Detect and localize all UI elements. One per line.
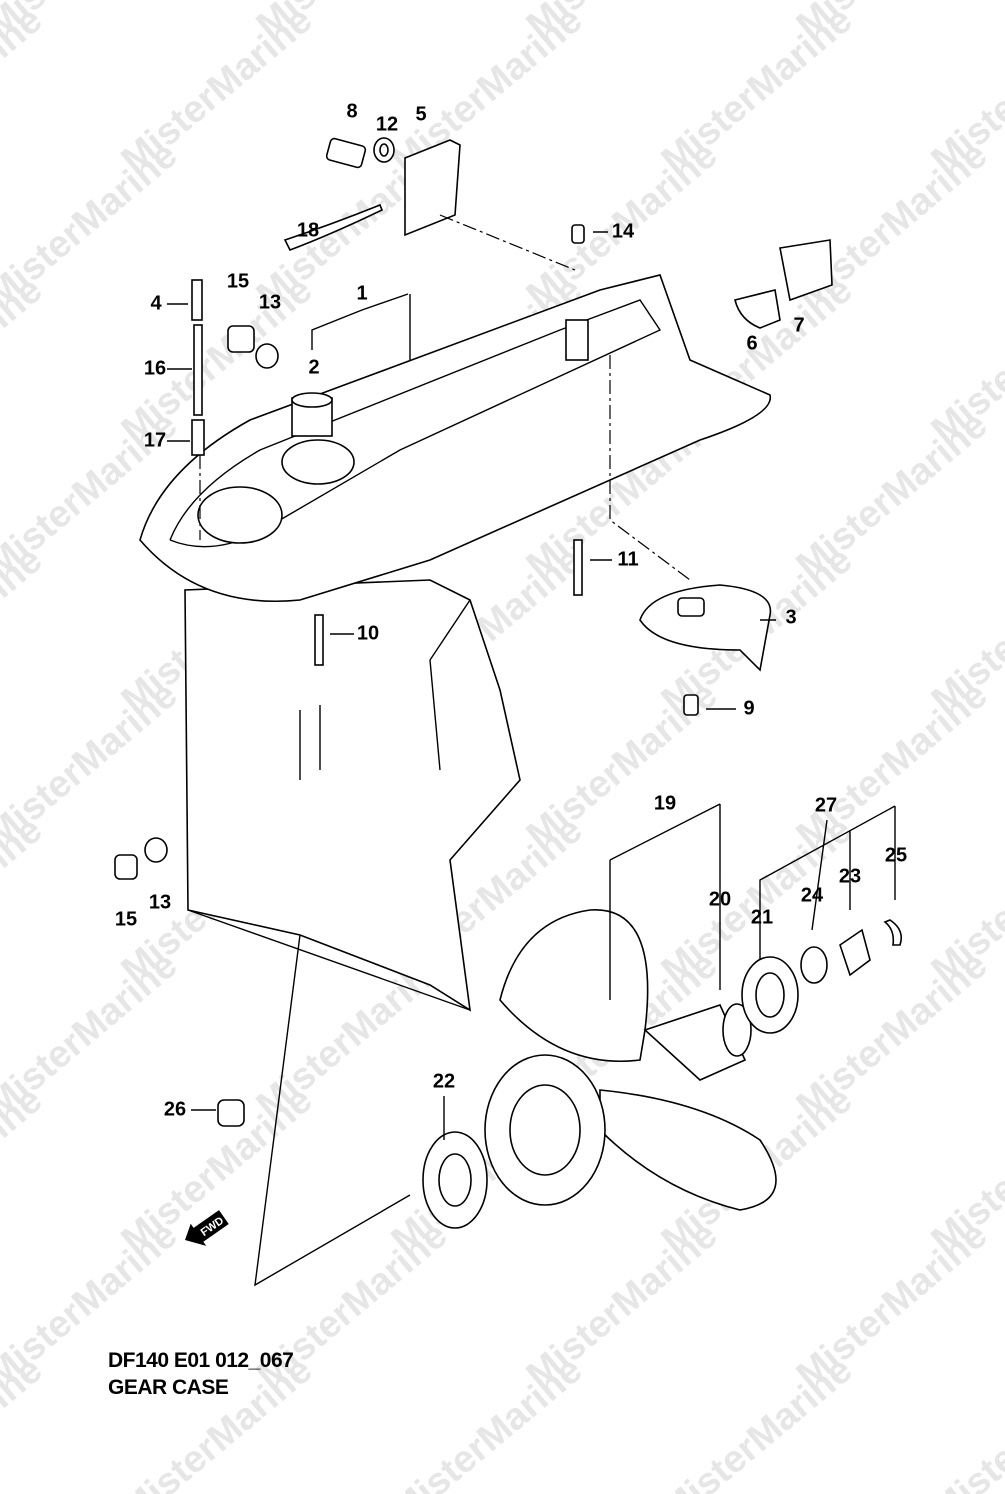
callout-number: 14 <box>612 220 635 242</box>
callout-number: 4 <box>150 292 162 314</box>
callout-number: 15 <box>227 270 249 292</box>
callout-number: 7 <box>793 314 804 336</box>
callout-number: 10 <box>357 622 379 644</box>
callout-number: 20 <box>709 888 731 910</box>
callout-number: 21 <box>751 906 773 928</box>
callout-number: 24 <box>801 884 824 906</box>
callout-number: 1 <box>356 282 367 304</box>
gear-case-drawing <box>139 274 771 1287</box>
callout-number: 27 <box>815 794 837 816</box>
watermark-text: MisterMarine <box>0 0 50 182</box>
callout-number: 13 <box>259 291 281 313</box>
callout-number: 11 <box>617 548 638 570</box>
callout-number: 17 <box>144 429 166 451</box>
propeller-drawing <box>422 909 903 1229</box>
watermark-text: MisterMarine <box>0 1349 50 1494</box>
callout-number: 9 <box>743 697 754 719</box>
callout-number: 18 <box>297 219 319 241</box>
callout-number: 15 <box>115 908 137 930</box>
small-parts <box>114 137 833 1127</box>
callout-number: 26 <box>164 1098 186 1120</box>
callout-number: 8 <box>346 100 357 122</box>
watermark-text: MisterMarine <box>654 1349 861 1494</box>
watermark-text: MisterMarine <box>0 539 50 722</box>
diagram-title: GEAR CASE <box>108 1376 229 1399</box>
callout-number: 16 <box>144 357 166 379</box>
callout-number: 2 <box>308 356 319 378</box>
callout-number: 19 <box>654 792 676 814</box>
watermark-text: MisterMarine <box>384 1349 591 1494</box>
callout-number: 6 <box>746 332 757 354</box>
watermark-text: MisterMarine <box>924 1349 1005 1494</box>
model-code: DF140 E01 012_067 <box>108 1349 294 1372</box>
callout-number: 22 <box>433 1070 455 1092</box>
callout-number: 13 <box>149 891 171 913</box>
watermark-text: MisterMarine <box>0 1079 50 1262</box>
callout-number: 5 <box>415 103 426 125</box>
callout-number: 25 <box>885 844 907 866</box>
callout-number: 3 <box>785 606 796 628</box>
callout-number: 23 <box>839 865 861 887</box>
watermark-text: MisterMarine <box>0 809 50 992</box>
callout-number: 12 <box>376 113 398 135</box>
watermark-text: MisterMarine <box>0 269 50 452</box>
leader-lines <box>167 214 896 1140</box>
